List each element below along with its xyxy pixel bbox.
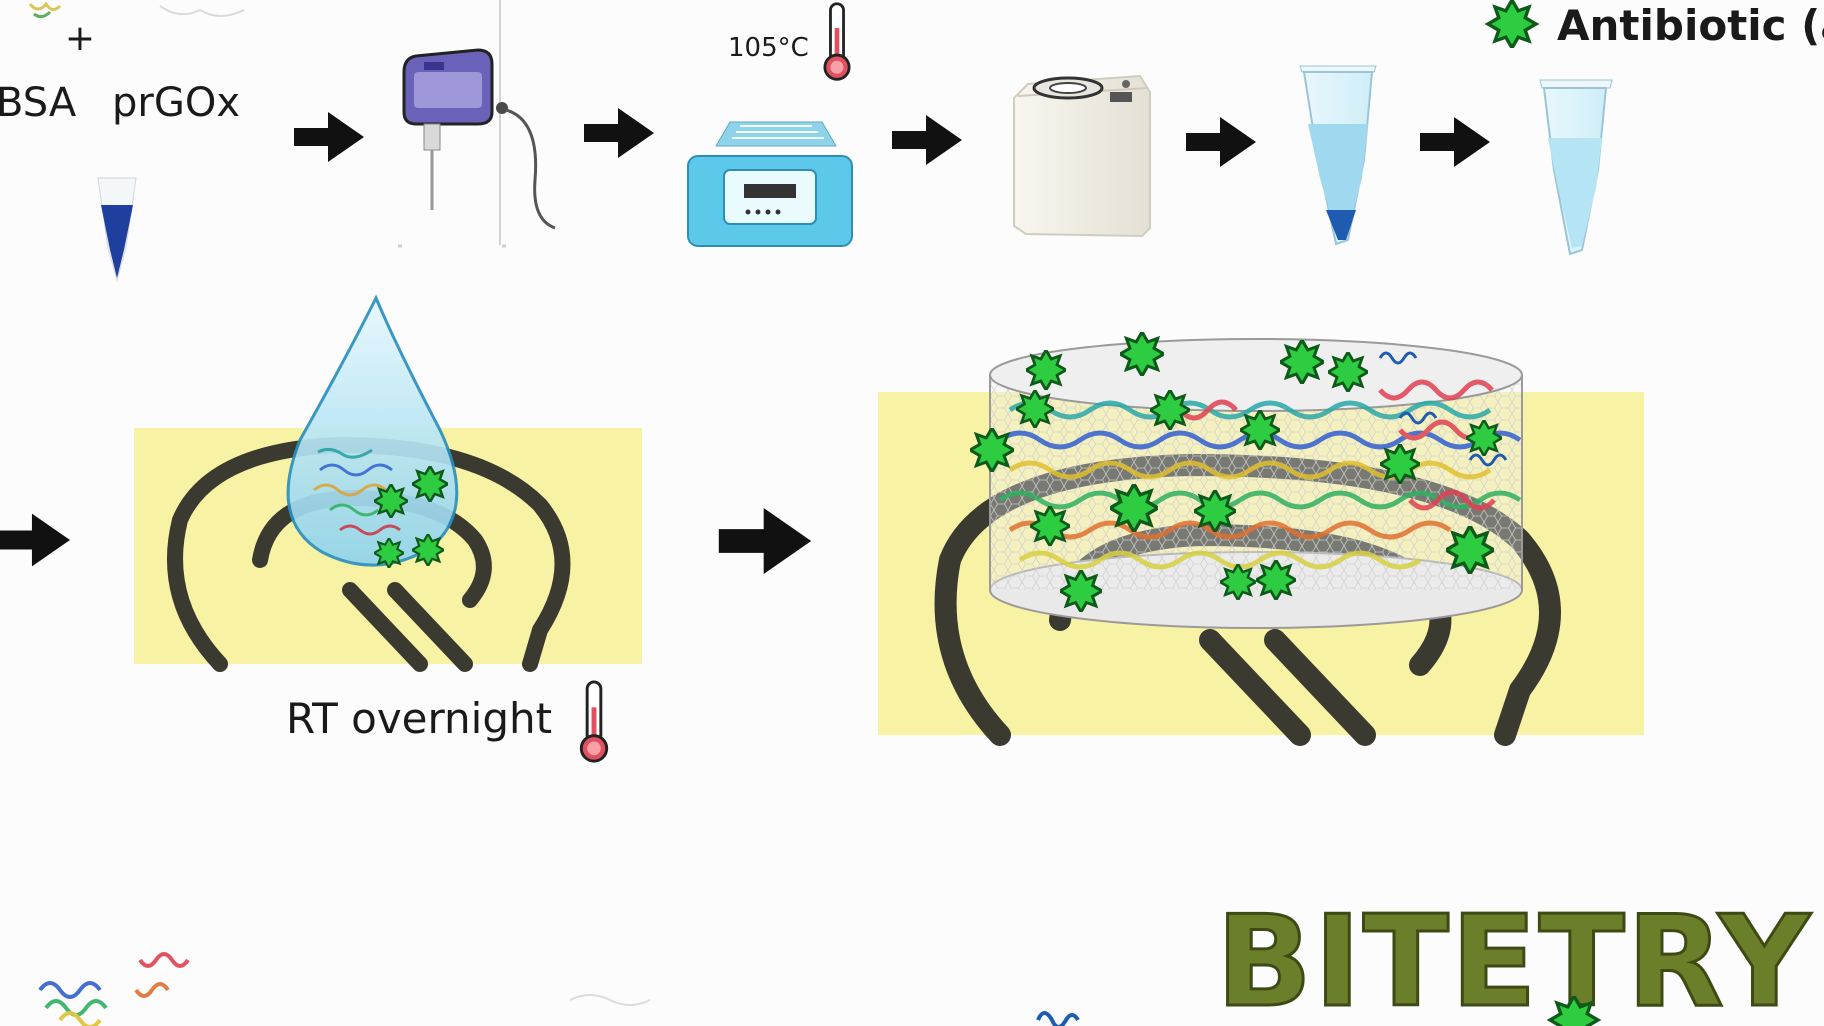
antibiotic-star-icon: [1016, 390, 1054, 428]
antibiotic-star-icon: [1220, 564, 1256, 600]
reagent-prgox-label: prGOx: [112, 80, 240, 126]
dna-strand-icon: [1036, 1011, 1080, 1026]
dna-strand-icon: [1378, 351, 1508, 467]
reagent-bsa-label: BSA: [0, 80, 77, 126]
brand-logo: BITETRY: [1216, 888, 1812, 1026]
tube-icon: [1539, 79, 1613, 256]
antibiotic-star-icon: [1194, 490, 1236, 532]
protein-cluster-icon: [313, 447, 401, 536]
antibiotic-star-icon: [1488, 0, 1536, 48]
protein-decoration-icon: [38, 952, 651, 1026]
tube-with-pellet-icon: [1299, 65, 1377, 246]
thermometer-icon: [579, 680, 609, 763]
antibiotic-legend-label: Antibiotic (al: [1557, 1, 1824, 50]
antibiotic-star-icon: [374, 484, 408, 518]
centrifuge-icon: [1013, 74, 1151, 238]
antibiotic-star-icon: [1380, 444, 1420, 484]
modified-electrode: [878, 332, 1644, 746]
protein-decoration-icon: [28, 1, 245, 19]
arrow-right-icon: [718, 508, 812, 574]
antibiotic-star-icon: [970, 428, 1014, 472]
antibiotic-star-icon: [1110, 484, 1158, 532]
arrow-right-icon: [1420, 117, 1490, 167]
antibiotic-star-icon: [1026, 350, 1066, 390]
plus-sign: +: [65, 18, 95, 59]
sonicator-icon: [398, 0, 556, 248]
electrode-with-droplet: [134, 294, 642, 672]
antibiotic-star-icon: [1256, 560, 1296, 600]
arrow-right-icon: [1186, 117, 1256, 167]
thermometer-icon: [823, 2, 851, 81]
antibiotic-star-icon: [1466, 420, 1502, 456]
droplet-icon: [286, 294, 459, 567]
antibiotic-star-icon: [374, 538, 404, 568]
antibiotic-star-icon: [412, 466, 448, 502]
antibiotic-star-icon: [1060, 570, 1102, 612]
antibiotic-star-icon: [1240, 410, 1280, 450]
arrow-right-icon: [0, 513, 70, 567]
antibiotic-star-icon: [1446, 526, 1494, 574]
antibiotic-star-icon: [1280, 340, 1324, 384]
sample-tube-icon: [97, 177, 137, 282]
arrow-right-icon: [892, 115, 962, 165]
incubation-label: RT overnight: [286, 694, 552, 743]
arrow-right-icon: [294, 112, 364, 162]
antibiotic-star-icon: [412, 534, 444, 566]
antibiotic-star-icon: [1030, 506, 1070, 546]
antibiotic-star-icon: [1150, 390, 1190, 430]
incubator-icon: [687, 121, 853, 247]
arrow-right-icon: [584, 108, 654, 158]
antibiotic-star-icon: [1328, 352, 1368, 392]
antibiotic-star-icon: [1120, 332, 1164, 376]
oven-temperature-label: 105°C: [728, 33, 809, 63]
